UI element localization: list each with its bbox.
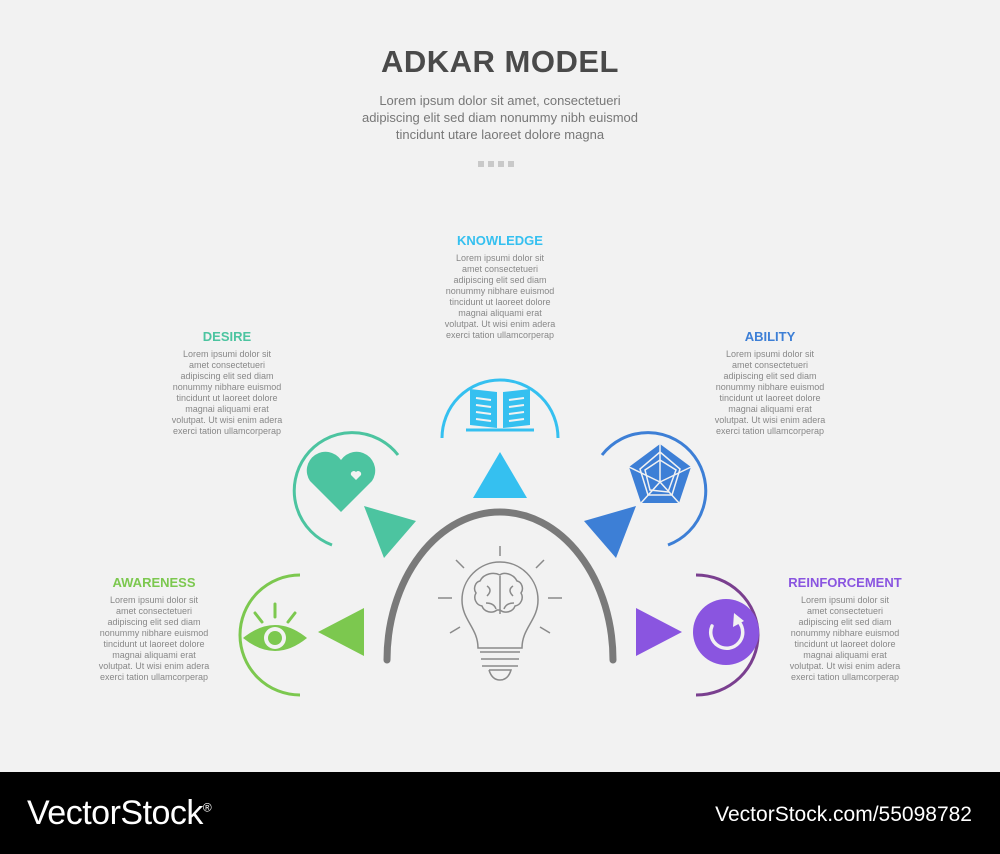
desc-line: adipiscing elit sed diam <box>798 617 892 627</box>
lightbulb-brain-icon <box>438 546 562 681</box>
heart-icon <box>306 451 376 512</box>
knowledge-ring <box>440 378 560 439</box>
desc-line: magnai aliquami erat <box>458 308 542 318</box>
awareness-ring <box>238 573 301 697</box>
desc-line: tincidunt ut laoreet dolore <box>794 639 896 649</box>
desc-line: exerci tation ullamcorperap <box>715 426 825 436</box>
desire-ring <box>292 431 400 547</box>
desc-line: Lorem ipsumi dolor sit <box>182 349 272 359</box>
desire-arrow <box>364 506 416 558</box>
desc-line: adipiscing elit sed diam <box>453 275 547 285</box>
brand-logo: VectorStock® <box>27 794 212 833</box>
desc-line: adipiscing elit sed diam <box>107 617 201 627</box>
knowledge-label: KNOWLEDGE <box>457 233 543 248</box>
desc-line: nonummy nibhare euismod <box>715 382 825 392</box>
refresh-icon <box>693 599 759 665</box>
desc-line: exerci tation ullamcorperap <box>445 330 555 340</box>
subtitle-line: adipiscing elit sed diam nonummy nibh eu… <box>361 110 639 125</box>
desc-line: volutpat. Ut wisi enim adera <box>444 319 556 329</box>
desc-line: Lorem ipsumi dolor sit <box>109 595 199 605</box>
watermark-bar <box>0 772 1000 854</box>
desc-line: magnai aliquami erat <box>112 650 196 660</box>
desc-line: tincidunt ut laoreet dolore <box>176 393 278 403</box>
desc-line: amet consectetueri <box>115 606 193 616</box>
ability-label: ABILITY <box>744 329 796 344</box>
desc-line: volutpat. Ut wisi enim adera <box>789 661 901 671</box>
brand-name: VectorStock <box>27 794 203 832</box>
desire-label: DESIRE <box>202 329 252 344</box>
desc-line: amet consectetueri <box>731 360 809 370</box>
desc-line: magnai aliquami erat <box>728 404 812 414</box>
reinforcement-arrow <box>636 608 682 656</box>
desc-line: nonummy nibhare euismod <box>445 286 555 296</box>
desc-line: exerci tation ullamcorperap <box>790 672 900 682</box>
desc-line: adipiscing elit sed diam <box>180 371 274 381</box>
desc-line: Lorem ipsumi dolor sit <box>800 595 890 605</box>
desc-line: nonummy nibhare euismod <box>172 382 282 392</box>
page-title: ADKAR MODEL <box>381 44 619 79</box>
desc-line: magnai aliquami erat <box>803 650 887 660</box>
desc-line: nonummy nibhare euismod <box>99 628 209 638</box>
desc-line: volutpat. Ut wisi enim adera <box>714 415 826 425</box>
desc-line: magnai aliquami erat <box>185 404 269 414</box>
stock-id: VectorStock.com/55098782 <box>715 803 972 826</box>
knowledge-arrow <box>473 452 527 498</box>
desc-line: tincidunt ut laoreet dolore <box>719 393 821 403</box>
desc-line: adipiscing elit sed diam <box>723 371 817 381</box>
radar-icon <box>628 444 692 504</box>
desc-line: Lorem ipsumi dolor sit <box>725 349 815 359</box>
center-arc <box>383 508 617 664</box>
desc-line: volutpat. Ut wisi enim adera <box>171 415 283 425</box>
awareness-label: AWARENESS <box>112 575 196 590</box>
subtitle-line: tincidunt utare laoreet dolore magna <box>395 127 605 142</box>
reinforcement-label: REINFORCEMENT <box>788 575 902 590</box>
eye-icon <box>243 602 307 651</box>
desc-line: exerci tation ullamcorperap <box>172 426 282 436</box>
book-icon <box>466 389 534 432</box>
desc-line: amet consectetueri <box>806 606 884 616</box>
adkar-diagram <box>238 378 760 697</box>
desc-line: nonummy nibhare euismod <box>790 628 900 638</box>
desc-line: tincidunt ut laoreet dolore <box>449 297 551 307</box>
desc-line: amet consectetueri <box>461 264 539 274</box>
subtitle-line: Lorem ipsum dolor sit amet, consectetuer… <box>379 93 621 108</box>
page-subtitle: Lorem ipsum dolor sit amet, consectetuer… <box>300 92 700 143</box>
desc-line: Lorem ipsumi dolor sit <box>455 253 545 263</box>
awareness-arrow <box>318 608 364 656</box>
desc-line: tincidunt ut laoreet dolore <box>103 639 205 649</box>
ability-ring <box>600 431 708 547</box>
decorative-dots <box>478 154 524 167</box>
ability-arrow <box>584 506 636 558</box>
desc-line: amet consectetueri <box>188 360 266 370</box>
desc-line: volutpat. Ut wisi enim adera <box>98 661 210 671</box>
desc-line: exerci tation ullamcorperap <box>99 672 209 682</box>
registered-mark: ® <box>202 800 212 815</box>
